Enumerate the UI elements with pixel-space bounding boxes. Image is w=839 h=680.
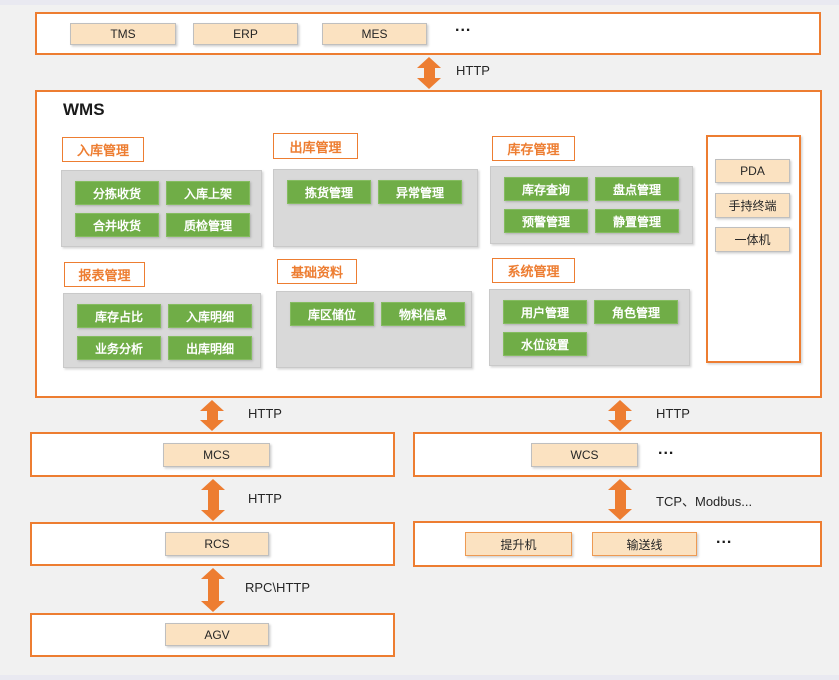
module-button[interactable]: 水位设置	[503, 332, 587, 356]
section-label-report: 报表管理	[64, 262, 145, 287]
wcs-box: WCS ...	[413, 432, 822, 477]
module-button[interactable]: 物料信息	[381, 302, 465, 326]
module-button[interactable]: 分拣收货	[75, 181, 159, 205]
section-label-basic-data: 基础资料	[277, 259, 357, 284]
module-button[interactable]: 库存占比	[77, 304, 161, 328]
module-button[interactable]: 预警管理	[504, 209, 588, 233]
module-button[interactable]: 库区储位	[290, 302, 374, 326]
devices-more-ellipsis: ...	[716, 530, 733, 547]
section-panel-inventory: 库存查询 盘点管理 预警管理 静置管理	[490, 166, 693, 244]
agv-box: AGV	[30, 613, 395, 657]
external-systems-box: TMS ERP MES ...	[35, 12, 821, 55]
module-button[interactable]: 出库明细	[168, 336, 252, 360]
section-label-system: 系统管理	[492, 258, 575, 283]
link-label-wms-wcs: HTTP	[656, 406, 690, 421]
section-panel-basic-data: 库区储位 物料信息	[276, 291, 472, 368]
module-button[interactable]: 角色管理	[594, 300, 678, 324]
module-button[interactable]: 入库上架	[166, 181, 250, 205]
external-system-button-tms[interactable]: TMS	[70, 23, 176, 45]
module-button[interactable]: 用户管理	[503, 300, 587, 324]
arrow-rcs-agv	[201, 568, 225, 612]
arrow-mcs-rcs	[201, 479, 225, 521]
section-label-inventory: 库存管理	[492, 136, 575, 161]
arrow-external-wms	[417, 57, 441, 89]
rcs-box: RCS	[30, 522, 395, 566]
wms-box: WMS 入库管理 分拣收货 入库上架 合并收货 质检管理 出库管理 拣货管理 异…	[35, 90, 822, 398]
module-button[interactable]: 库存查询	[504, 177, 588, 201]
device-button-conveyor[interactable]: 输送线	[592, 532, 697, 556]
wcs-more-ellipsis: ...	[658, 441, 675, 458]
agv-button[interactable]: AGV	[165, 623, 269, 646]
module-button[interactable]: 静置管理	[595, 209, 679, 233]
arrow-wcs-devices	[608, 479, 632, 520]
section-label-outbound: 出库管理	[273, 133, 358, 159]
module-button[interactable]: 合并收货	[75, 213, 159, 237]
mcs-box: MCS	[30, 432, 395, 477]
section-panel-outbound: 拣货管理 异常管理	[273, 169, 478, 247]
module-button[interactable]: 质检管理	[166, 213, 250, 237]
terminal-button-pda[interactable]: PDA	[715, 159, 790, 183]
arrow-wms-mcs	[200, 400, 224, 431]
external-system-button-erp[interactable]: ERP	[193, 23, 298, 45]
link-label-external-wms: HTTP	[456, 63, 490, 78]
link-label-wms-mcs: HTTP	[248, 406, 282, 421]
bottom-edge-strip	[0, 675, 839, 680]
terminal-button-allinone[interactable]: 一体机	[715, 227, 790, 252]
section-panel-system: 用户管理 角色管理 水位设置	[489, 289, 690, 366]
link-label-rcs-agv: RPC\HTTP	[245, 580, 310, 595]
top-edge-strip	[0, 0, 839, 5]
terminals-panel: PDA 手持终端 一体机	[706, 135, 801, 363]
module-button[interactable]: 业务分析	[77, 336, 161, 360]
terminal-button-handheld[interactable]: 手持终端	[715, 193, 790, 218]
mcs-button[interactable]: MCS	[163, 443, 270, 467]
wms-title: WMS	[63, 100, 105, 119]
wcs-button[interactable]: WCS	[531, 443, 638, 467]
rcs-button[interactable]: RCS	[165, 532, 269, 556]
section-panel-report: 库存占比 入库明细 业务分析 出库明细	[63, 293, 261, 368]
devices-box: 提升机 输送线 ...	[413, 521, 822, 567]
section-label-inbound: 入库管理	[62, 137, 144, 162]
module-button[interactable]: 盘点管理	[595, 177, 679, 201]
device-button-hoist[interactable]: 提升机	[465, 532, 572, 556]
link-label-mcs-rcs: HTTP	[248, 491, 282, 506]
arrow-wms-wcs	[608, 400, 632, 431]
external-system-button-mes[interactable]: MES	[322, 23, 427, 45]
external-more-ellipsis: ...	[455, 18, 472, 35]
section-panel-inbound: 分拣收货 入库上架 合并收货 质检管理	[61, 170, 262, 247]
module-button[interactable]: 拣货管理	[287, 180, 371, 204]
link-label-wcs-devices: TCP、Modbus...	[656, 494, 753, 509]
module-button[interactable]: 入库明细	[168, 304, 252, 328]
module-button[interactable]: 异常管理	[378, 180, 462, 204]
